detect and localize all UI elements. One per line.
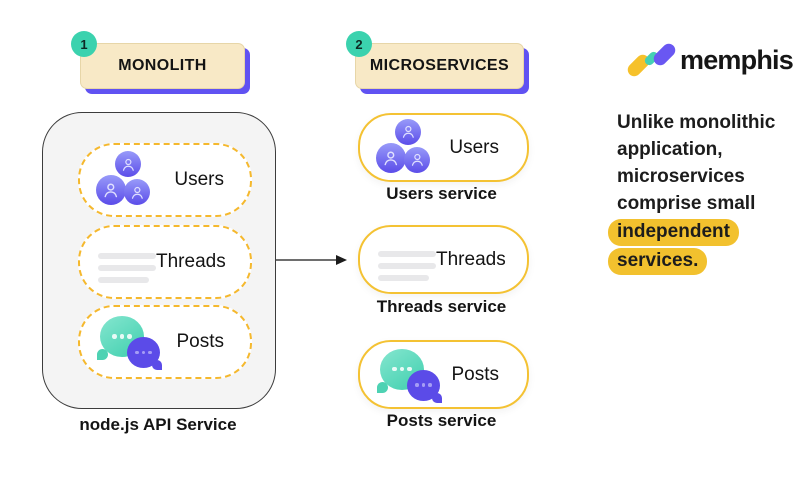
monolith-item-label: Threads [156,251,226,272]
microservices-title: MICROSERVICES [369,57,510,74]
posts-icon [374,347,442,403]
description-text: Unlike monolithic application, microserv… [608,109,776,275]
service-label: Posts [451,363,499,385]
posts-icon [94,314,162,370]
threads-icon [98,241,156,283]
monolith-caption: node.js API Service [79,415,237,434]
blurb-line: comprise small [617,193,756,214]
service-caption-users: Users service [386,184,497,203]
monolith-item-label: Posts [176,331,224,352]
monolith-header: 1 MONOLITH [71,31,245,89]
microservices-header: 2 MICROSERVICES [346,31,524,89]
service-pill-users: Users [358,113,529,182]
monolith-item-label: Users [174,169,224,190]
threads-icon [378,239,436,281]
step-1-badge: 1 [71,31,97,57]
service-label: Threads [436,248,506,270]
service-label: Users [449,136,499,158]
service-pill-threads: Threads [358,225,529,294]
service-caption-threads: Threads service [376,297,507,316]
step-2-badge: 2 [346,31,372,57]
memphis-wordmark: memphis [680,44,794,75]
monolith-item-users: Users [78,143,252,217]
monolith-title: MONOLITH [118,57,207,74]
highlight-pill: independent [608,219,739,246]
monolith-item-posts: Posts [78,305,252,379]
monolith-item-threads: Threads [78,225,252,299]
arrow-monolith-to-microservices [275,255,347,265]
highlight-pill: services. [608,248,708,275]
users-icon [96,151,156,209]
blurb-line-highlighted: independent [608,217,775,246]
memphis-logo-icon [625,41,678,79]
memphis-logo: memphis [625,41,794,79]
blurb-line: Unlike monolithic [617,112,776,133]
blurb-line: application, [617,139,723,160]
monolith-container: Users Threads Posts [42,112,276,409]
service-caption-posts: Posts service [386,411,497,430]
users-icon [376,118,436,177]
blurb-line: microservices [617,166,745,187]
service-pill-posts: Posts [358,340,529,409]
blurb-line-highlighted: services. [608,246,775,275]
